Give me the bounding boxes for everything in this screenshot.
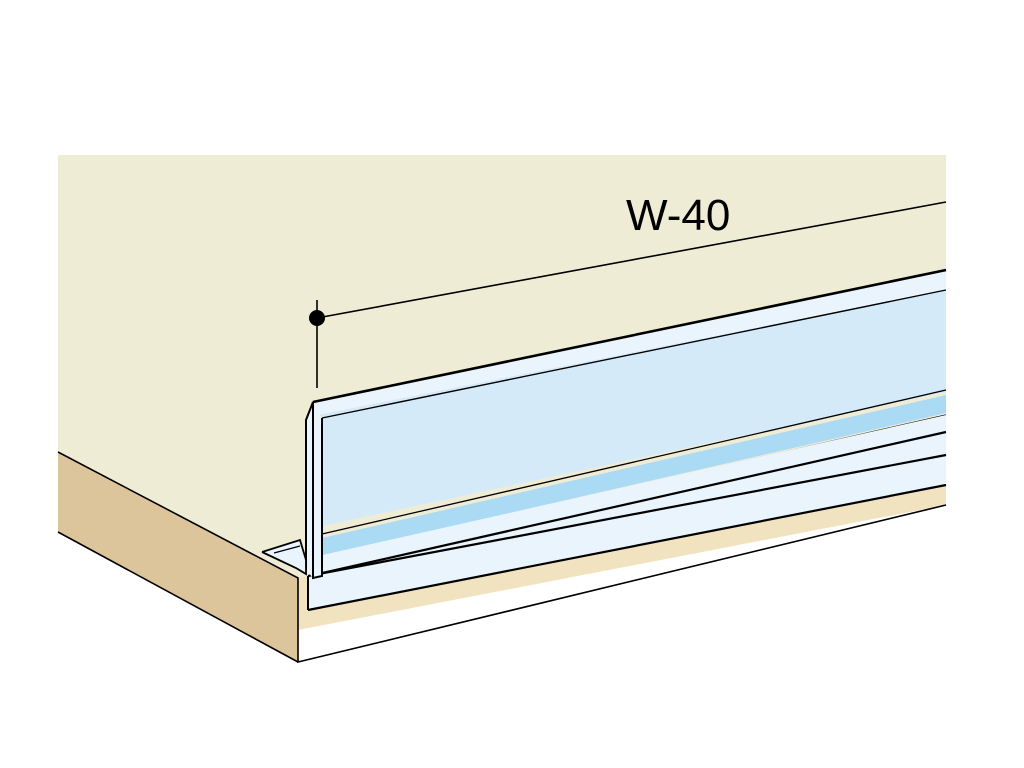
rail-top-lip: [313, 270, 946, 416]
rail-groove: [322, 395, 946, 556]
rail-groove-top: [321, 389, 947, 535]
rail-lower-lip-line: [317, 430, 947, 576]
rail-clip-foot-inner: [273, 545, 301, 554]
shelf-edge-lines: [57, 451, 947, 664]
rail-lower-lip: [318, 415, 946, 574]
rail-top-edge: [312, 268, 947, 404]
rail-base-top-line: [307, 453, 947, 578]
rail-label-face: [313, 270, 946, 528]
shelf-front-face: [58, 452, 298, 662]
dimension-label: W-40: [626, 191, 730, 240]
rail-lip-line: [321, 289, 947, 419]
shelf-bottom-edge: [57, 531, 299, 663]
rail-clip-foot-outline: [261, 538, 307, 576]
rail-end-outline: [305, 401, 323, 580]
rail-clip-foot: [262, 540, 306, 572]
rail-base-front: [308, 455, 946, 610]
dimension-start-dot: [309, 310, 325, 326]
rail-base-outline: [307, 483, 947, 612]
dimension-line: [316, 201, 947, 319]
